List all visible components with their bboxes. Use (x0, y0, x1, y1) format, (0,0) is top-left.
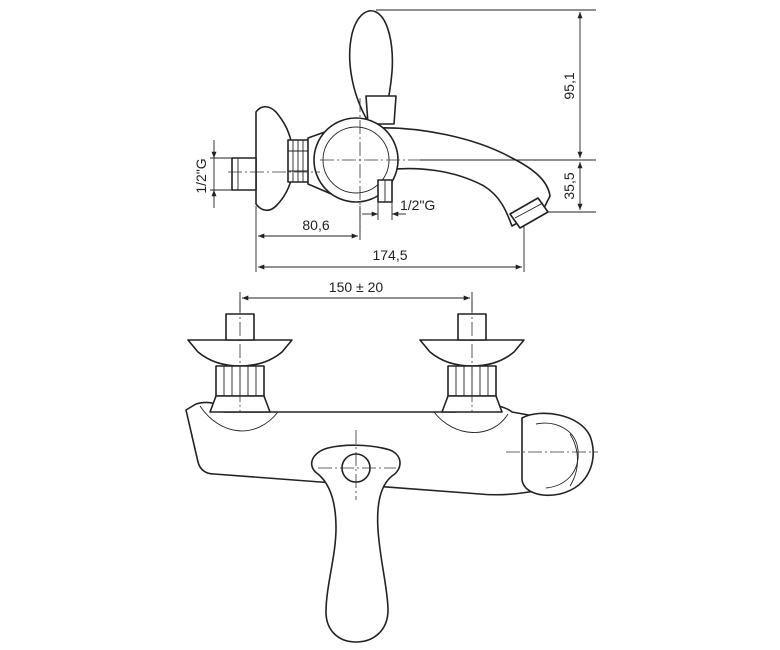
spout (371, 126, 551, 227)
dim-height-upper: 95,1 (561, 72, 577, 99)
front-view (185, 300, 598, 643)
dim-inlet-spacing: 150 ± 20 (329, 279, 384, 295)
lever-handle-front (310, 444, 401, 643)
dim-overall-depth: 174,5 (372, 247, 407, 263)
dim-inlet-thread: 1/2"G (193, 158, 209, 193)
dim-height-lower: 35,5 (561, 172, 577, 199)
dim-outlet-thread: 1/2"G (400, 197, 435, 213)
side-view-dimensions: 95,1 35,5 1/2"G 1/2"G 80,6 174,5 (193, 9, 596, 272)
threaded-coupling (287, 139, 311, 183)
lever-handle-side (348, 10, 394, 121)
handle-stem-side (365, 95, 397, 125)
inlet-nipple (231, 157, 257, 191)
front-view-dimensions: 150 ± 20 (239, 279, 473, 312)
side-view (228, 10, 551, 232)
dim-inlet-offset: 80,6 (302, 217, 329, 233)
wall-flange (255, 105, 293, 212)
